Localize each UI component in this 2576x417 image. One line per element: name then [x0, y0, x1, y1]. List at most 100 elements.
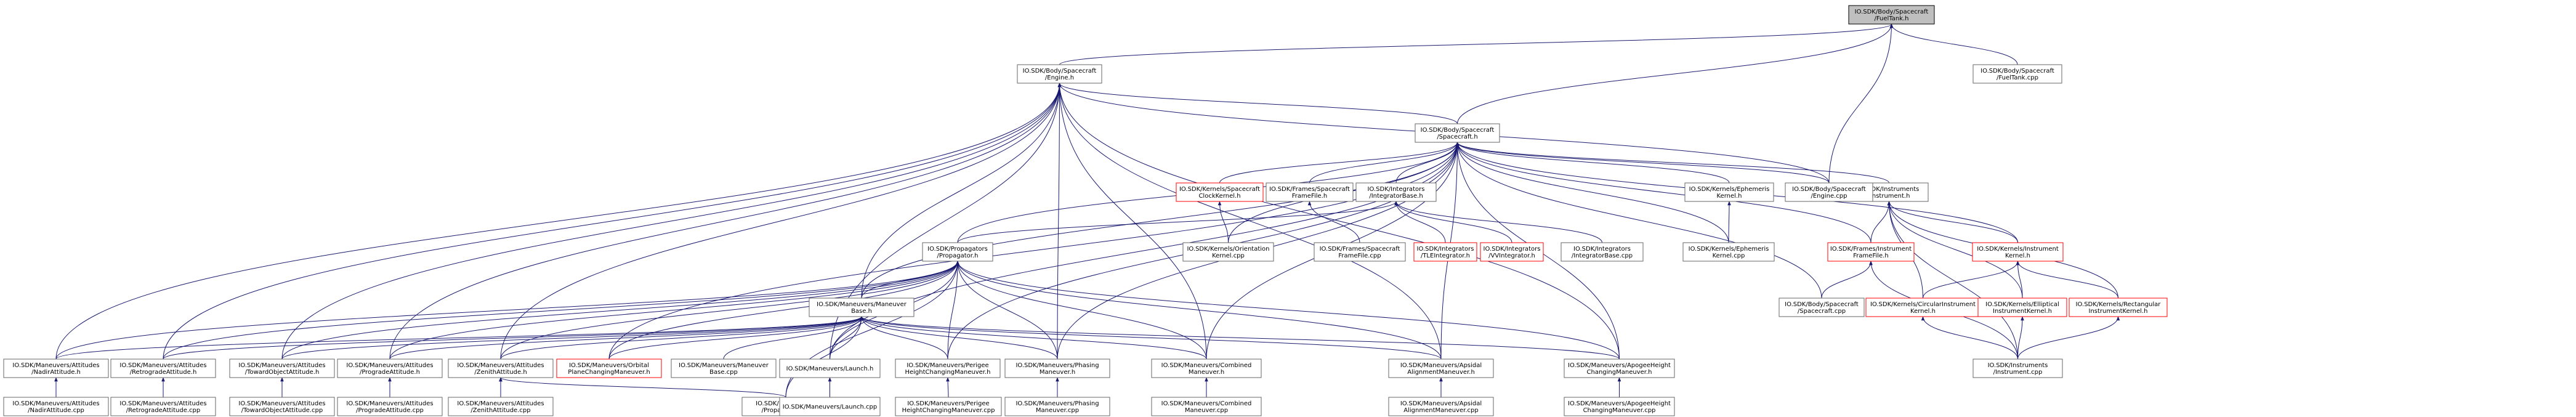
node-launch-cpp[interactable]: IO.SDK/Maneuvers/Launch.cpp [779, 397, 881, 416]
edge-maneuverbase-h-to-nadir-h [55, 316, 863, 360]
node-fueltank-cpp[interactable]: IO.SDK/Body/Spacecraft/FuelTank.cpp [1972, 64, 2062, 84]
node-apogee-cpp[interactable]: IO.SDK/Maneuvers/ApogeeHeightChangingMan… [1564, 397, 1675, 416]
node-engine-h[interactable]: IO.SDK/Body/Spacecraft/Engine.h [1017, 64, 1102, 84]
node-label-line: /Engine.cpp [1811, 193, 1847, 200]
edge-inst-framefile-h-to-spacecraft-cpp [1821, 261, 1873, 299]
edge-propagator-h-to-nadir-h [55, 261, 959, 360]
node-label-line: /Instrument.h [1868, 193, 1910, 200]
edge-maneuverbase-h-to-propagator-cpp [785, 316, 863, 398]
node-label-line: ChangingManeuver.h [1587, 369, 1652, 376]
edge-propagator-h-to-apsidal-h [956, 261, 1442, 360]
node-label-line: IO.SDK/Maneuvers/Attitudes [238, 362, 325, 369]
node-label-line: IO.SDK/Maneuvers/Attitudes [119, 362, 206, 369]
node-label-line: /FuelTank.cpp [1997, 75, 2038, 81]
node-label-line: IO.SDK/Maneuvers/Attitudes [346, 362, 433, 369]
node-box [337, 358, 443, 378]
node-perigee-h[interactable]: IO.SDK/Maneuvers/PerigeeHeightChangingMa… [895, 358, 1001, 378]
node-box [1972, 64, 2062, 84]
node-label-line: IO.SDK/Maneuvers/Attitudes [119, 400, 206, 407]
node-label-line: IO.SDK/Maneuvers/Attitudes [457, 400, 544, 407]
edge-propagator-h-to-zenith-h [500, 261, 959, 360]
node-box [1151, 358, 1262, 378]
node-spacecraft-h[interactable]: IO.SDK/Body/Spacecraft/Spacecraft.h [1415, 123, 1500, 143]
node-label-line: /IntegratorBase.h [1369, 193, 1423, 200]
node-label-line: IO.SDK/Integrators [1484, 246, 1541, 253]
node-circularkernel-h[interactable]: IO.SDK/Kernels/CircularInstrumentKernel.… [1865, 298, 1980, 317]
node-rectangularkernel-h[interactable]: IO.SDK/Kernels/RectangularInstrumentKern… [2069, 298, 2168, 317]
node-perigee-cpp[interactable]: IO.SDK/Maneuvers/PerigeeHeightChangingMa… [895, 397, 1002, 416]
edge-maneuverbase-h-to-perigee-h [860, 316, 948, 360]
node-instrumentkernel-h[interactable]: IO.SDK/Kernels/InstrumentKernel.h [1972, 242, 2064, 262]
node-label-line: IO.SDK/Kernels/CircularInstrument [1870, 301, 1976, 308]
node-nadir-cpp[interactable]: IO.SDK/Maneuvers/Attitudes/NadirAttitude… [3, 397, 109, 416]
edge-instrument-h-to-ellipticalkernel-h [1887, 201, 2023, 299]
node-spacecraft-cpp[interactable]: IO.SDK/Body/Spacecraft/Spacecraft.cpp [1779, 298, 1865, 317]
node-label-line: IO.SDK/Kernels/Instrument [1977, 246, 2059, 253]
edge-spacecraft-h-to-maneuverbase-h [861, 142, 1460, 299]
node-label-line: IO.SDK/Maneuvers/Combined [1161, 362, 1252, 369]
node-prograde-cpp[interactable]: IO.SDK/Maneuvers/Attitudes/ProgradeAttit… [337, 397, 443, 416]
node-label-line: FrameFile.h [1292, 193, 1327, 200]
node-box [1388, 397, 1494, 416]
node-label-line: IO.SDK/Frames/Spacecraft [1269, 186, 1350, 193]
node-vvintegrator-h[interactable]: IO.SDK/Integrators/VVIntegrator.h [1480, 242, 1544, 262]
node-box [671, 358, 777, 378]
edge-instrument-h-to-instrument-cpp [1887, 201, 2018, 360]
node-retrograde-cpp[interactable]: IO.SDK/Maneuvers/Attitudes/RetrogradeAtt… [110, 397, 216, 416]
edge-maneuverbase-h-to-prograde-h [389, 316, 863, 360]
edge-propagator-h-to-retrograde-h [163, 261, 959, 360]
node-box [895, 358, 1001, 378]
node-label-line: ChangingManeuver.cpp [1583, 407, 1656, 414]
node-nadir-h[interactable]: IO.SDK/Maneuvers/Attitudes/NadirAttitude… [3, 358, 109, 378]
node-propagator-h[interactable]: IO.SDK/Propagators/Propagator.h [922, 242, 993, 262]
node-orbitalplane-h[interactable]: IO.SDK/Maneuvers/OrbitalPlaneChangingMan… [556, 358, 662, 378]
node-instrument-cpp[interactable]: IO.SDK/Instruments/Instrument.cpp [1972, 358, 2063, 378]
node-integratorbase-cpp[interactable]: IO.SDK/Integrators/IntegratorBase.cpp [1561, 242, 1644, 262]
edge-spacecraft-h-to-sc-framefile-h [1309, 142, 1460, 184]
node-box [1682, 242, 1775, 262]
edge-maneuverbase-h-to-retrograde-h [163, 316, 863, 360]
node-box [1827, 242, 1915, 262]
node-label-line: /TLEIntegrator.h [1421, 253, 1470, 259]
node-engine-cpp[interactable]: IO.SDK/Body/Spacecraft/Engine.cpp [1785, 182, 1873, 202]
edge-engine-h-to-nadir-h [55, 83, 1062, 360]
edge-fueltank-h-to-fueltank-cpp [1889, 23, 2018, 65]
node-apsidal-h[interactable]: IO.SDK/Maneuvers/ApsidalAlignmentManeuve… [1388, 358, 1494, 378]
node-apsidal-cpp[interactable]: IO.SDK/Maneuvers/ApsidalAlignmentManeuve… [1388, 397, 1494, 416]
node-label-line: IO.SDK/Body/Spacecraft [1792, 186, 1866, 193]
node-box [3, 358, 109, 378]
node-label-line: IO.SDK/Maneuvers/Apsidal [1400, 400, 1482, 407]
node-label-line: IO.SDK/Body/Spacecraft [1855, 9, 1929, 15]
node-launch-h[interactable]: IO.SDK/Maneuvers/Launch.h [779, 358, 881, 378]
node-label-line: /IntegratorBase.cpp [1572, 253, 1633, 259]
node-label-line: /ProgradeAttitude.cpp [356, 407, 424, 414]
edge-instrument-h-to-inst-framefile-h [1870, 201, 1891, 243]
node-zenith-h[interactable]: IO.SDK/Maneuvers/Attitudes/ZenithAttitud… [448, 358, 554, 378]
node-integratorbase-h[interactable]: IO.SDK/Integrators/IntegratorBase.h [1355, 182, 1437, 202]
node-tleintegrator-h[interactable]: IO.SDK/Integrators/TLEIntegrator.h [1413, 242, 1477, 262]
node-ellipticalkernel-h[interactable]: IO.SDK/Kernels/EllipticalInstrumentKerne… [1977, 298, 2067, 317]
edge-clockkernel-h-to-orientationkernel-cpp [1217, 201, 1229, 243]
node-toward-cpp[interactable]: IO.SDK/Maneuvers/Attitudes/TowardObjectA… [229, 397, 335, 416]
node-box [1004, 397, 1110, 416]
node-box [1004, 358, 1110, 378]
node-zenith-cpp[interactable]: IO.SDK/Maneuvers/Attitudes/ZenithAttitud… [448, 397, 554, 416]
node-label-line: IO.SDK/Maneuvers/Attitudes [457, 362, 544, 369]
node-toward-h[interactable]: IO.SDK/Maneuvers/Attitudes/TowardObjectA… [229, 358, 335, 378]
node-prograde-h[interactable]: IO.SDK/Maneuvers/Attitudes/ProgradeAttit… [337, 358, 443, 378]
node-retrograde-h[interactable]: IO.SDK/Maneuvers/Attitudes/RetrogradeAtt… [110, 358, 216, 378]
node-apogee-h[interactable]: IO.SDK/Maneuvers/ApogeeHeightChangingMan… [1564, 358, 1675, 378]
